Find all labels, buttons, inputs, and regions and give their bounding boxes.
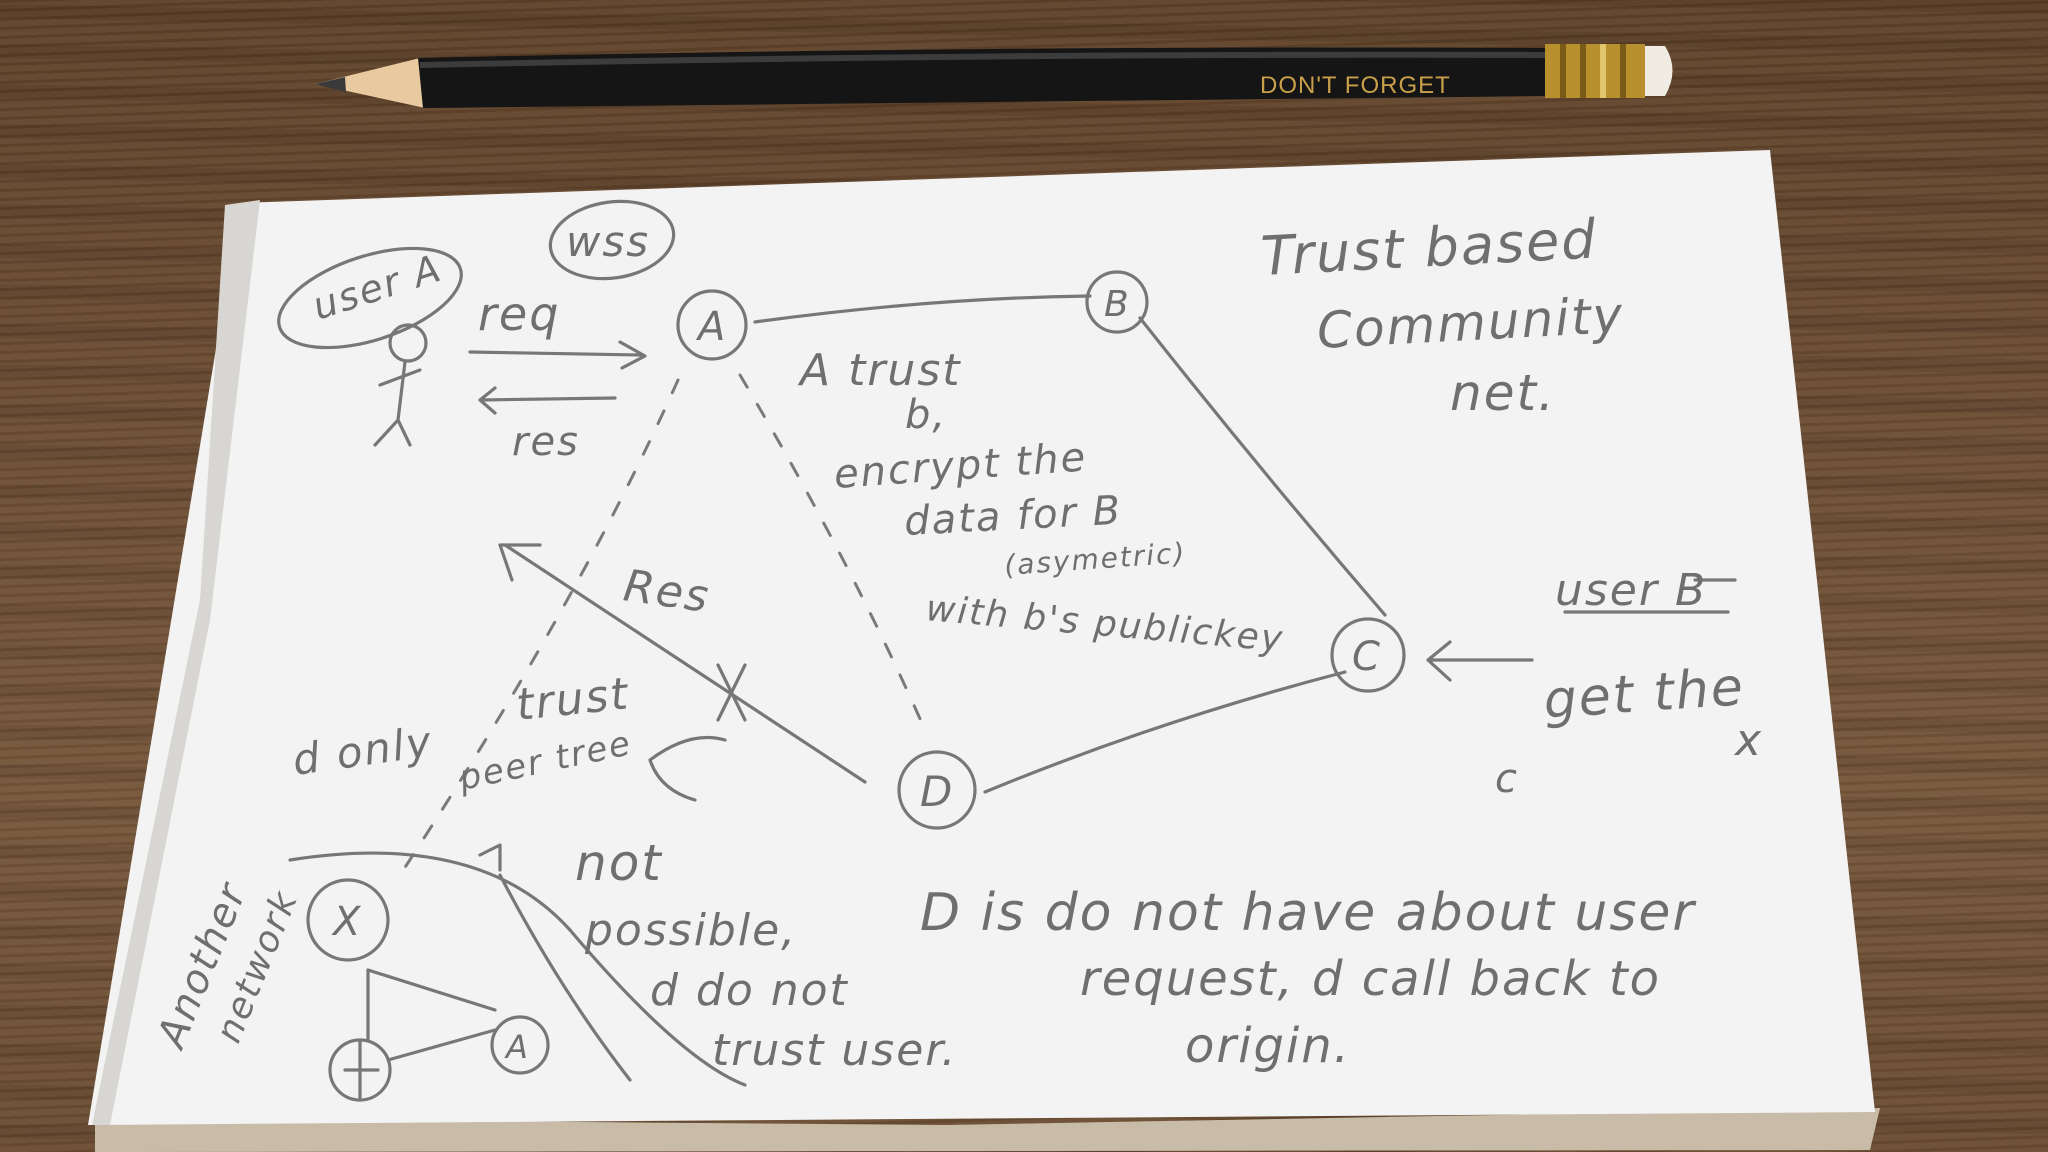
node-b-label: B — [1104, 284, 1131, 325]
not-label: not — [575, 834, 663, 892]
pencil-graphite-tip — [315, 77, 346, 92]
wss-oval — [548, 199, 676, 281]
res-arrow-top — [478, 386, 617, 415]
get-the-label: get the — [1542, 657, 1747, 731]
c-curve — [648, 735, 727, 802]
node-y — [490, 1015, 550, 1075]
req-arrow — [468, 340, 647, 370]
user-b-label: user B — [1555, 565, 1707, 616]
annotations: req res Res Trust based Community net. A… — [147, 207, 1763, 1076]
not-possible-curve — [498, 873, 632, 1082]
pencil-imprint: DON'T FORGET — [1260, 72, 1451, 99]
diagram-nodes: A B C D X A — [306, 270, 1406, 1102]
another-network-edges — [366, 968, 497, 1062]
title-line-3: net. — [1450, 364, 1556, 422]
user-a-oval — [277, 246, 463, 350]
node-x — [306, 878, 390, 962]
dashed-a-to-d — [738, 373, 927, 732]
res-mid-label: Res — [620, 560, 713, 623]
notepad — [88, 150, 1880, 1152]
node-c-label: C — [1352, 634, 1382, 680]
node-y-label: A — [504, 1028, 530, 1066]
pencil-eraser — [1645, 46, 1673, 96]
stick-head — [388, 323, 428, 363]
a-trust-line-1: A trust — [797, 345, 962, 396]
possible-label: possible, — [584, 905, 797, 956]
trust-label: trust — [514, 668, 632, 731]
node-a — [676, 289, 748, 361]
res-arrow-line — [503, 543, 867, 784]
d-is-line-3: origin. — [1185, 1018, 1351, 1074]
d-do-not-label: d do not — [650, 965, 849, 1016]
a-trust-line-4: data for B — [903, 488, 1123, 545]
stick-body — [373, 360, 422, 447]
cross-mark — [716, 663, 747, 722]
another-network-boundary — [288, 851, 747, 1087]
wss-label: wss — [566, 217, 650, 266]
node-a-label: A — [695, 304, 727, 350]
node-d-label: D — [920, 767, 954, 816]
a-trust-line-2: b, — [905, 392, 947, 438]
paper-sheet — [88, 150, 1875, 1125]
c-small-label: c — [1495, 756, 1519, 802]
req-label: req — [478, 287, 560, 341]
user-b-arrow — [1426, 640, 1534, 682]
node-x-label: X — [331, 899, 362, 945]
node-z-mark — [343, 1038, 380, 1102]
res-top-label: res — [512, 419, 580, 465]
not-possible-arrowhead — [478, 843, 502, 872]
d-is-line-2: request, d call back to — [1080, 951, 1661, 1007]
node-d — [897, 750, 977, 830]
trust-user-label: trust user. — [712, 1025, 957, 1076]
pencil: DON'T FORGET — [315, 44, 1673, 108]
d-is-line-1: D is do not have about user — [920, 883, 1697, 943]
x-mark-label: x — [1733, 715, 1763, 766]
res-arrowhead — [498, 543, 542, 582]
node-b — [1085, 270, 1149, 334]
dashed-a-down — [398, 378, 680, 877]
pencil-wood-tip — [315, 58, 425, 108]
diagram-edges — [288, 294, 1737, 1087]
node-c — [1330, 617, 1406, 693]
